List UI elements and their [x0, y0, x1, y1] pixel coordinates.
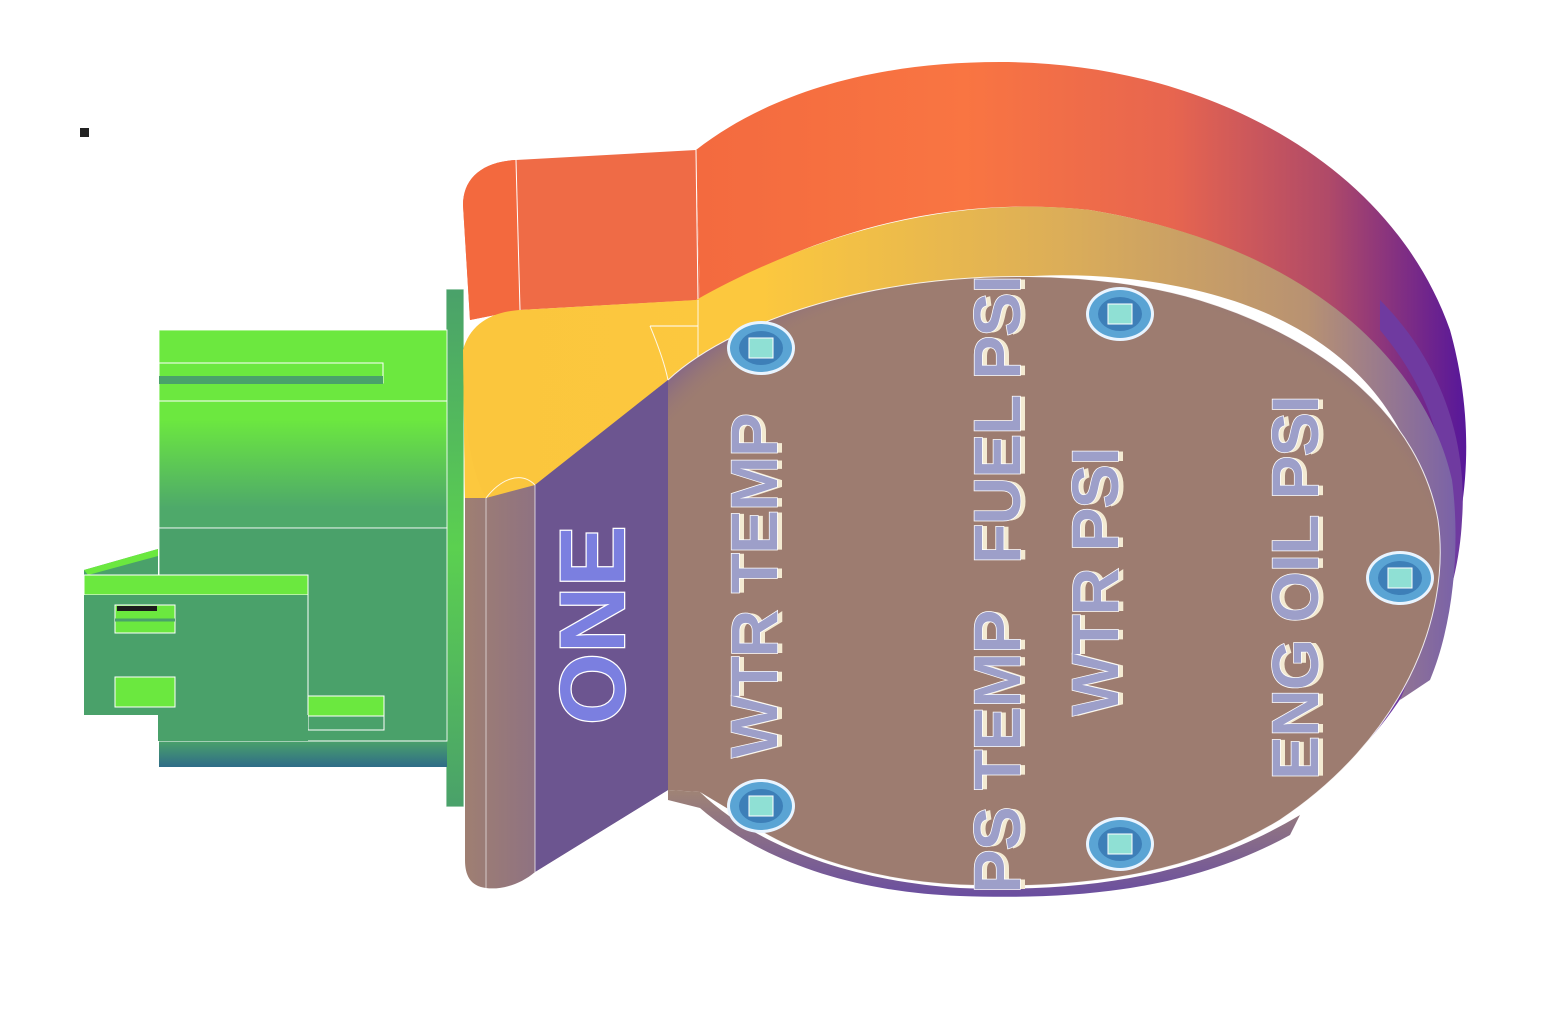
wtr-psi-label: WTR PSI [1058, 448, 1132, 716]
plate-number-label: ONE [542, 525, 644, 724]
screw-icon [1366, 551, 1434, 605]
wtr-psi-label-shadow: WTR PSI [1063, 448, 1137, 716]
ps-temp-label-shadow: PS TEMP [965, 611, 1039, 894]
wtr-temp-label-shadow: WTR TEMP [722, 414, 796, 758]
connector-body [83, 288, 465, 808]
ps-temp-label: PS TEMP [960, 611, 1034, 894]
wtr-temp-label: WTR TEMP [717, 414, 791, 758]
eng-oil-psi-label: ENG OIL PSI [1258, 396, 1332, 780]
screw-icon [727, 321, 795, 375]
fuel-psi-label-shadow: FUEL PSI [965, 276, 1039, 564]
marker-dot [80, 128, 89, 137]
screw-icon [1086, 287, 1154, 341]
fuel-psi-label: FUEL PSI [960, 276, 1034, 564]
eng-oil-psi-label-shadow: ENG OIL PSI [1263, 396, 1337, 780]
screw-icon [1086, 817, 1154, 871]
gauge-face [667, 276, 1441, 897]
front-tab [465, 380, 668, 889]
screw-icon [727, 779, 795, 833]
